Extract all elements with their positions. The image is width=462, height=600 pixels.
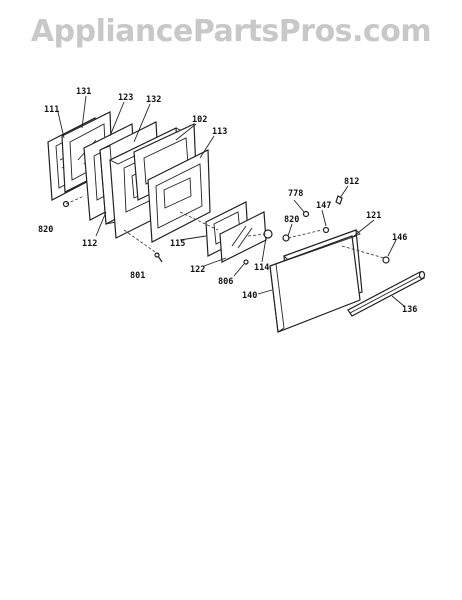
part-812-clip <box>335 195 343 205</box>
part-140-door-front <box>269 235 361 333</box>
leader-lines <box>57 95 405 307</box>
label-812: 812 <box>344 177 359 187</box>
label-131: 131 <box>76 87 91 97</box>
label-111: 111 <box>44 105 59 115</box>
label-123: 123 <box>118 93 133 103</box>
label-114: 114 <box>254 263 269 273</box>
part-122-glass <box>219 211 267 263</box>
part-146-grommet <box>382 256 390 264</box>
label-801: 801 <box>130 271 145 281</box>
part-820-screw-left <box>62 195 85 208</box>
part-806-screw <box>243 259 249 265</box>
label-806: 806 <box>218 277 233 287</box>
label-147: 147 <box>316 201 331 211</box>
label-146: 146 <box>392 233 407 243</box>
label-140: 140 <box>242 291 257 301</box>
label-820-right: 820 <box>284 215 299 225</box>
label-778: 778 <box>288 189 303 199</box>
part-778-fastener <box>302 210 310 218</box>
part-136-handle <box>347 270 426 317</box>
label-115: 115 <box>170 239 185 249</box>
label-132: 132 <box>146 95 161 105</box>
label-136: 136 <box>402 305 417 315</box>
label-122: 122 <box>190 265 205 275</box>
part-801-screw <box>123 229 163 263</box>
label-121: 121 <box>366 211 381 221</box>
label-102: 102 <box>192 115 207 125</box>
label-112: 112 <box>82 239 97 249</box>
label-113: 113 <box>212 127 227 137</box>
label-820-left: 820 <box>38 225 53 235</box>
part-147-fastener <box>322 226 330 234</box>
watermark-logo: AppliancePartsPros.com <box>30 14 432 49</box>
